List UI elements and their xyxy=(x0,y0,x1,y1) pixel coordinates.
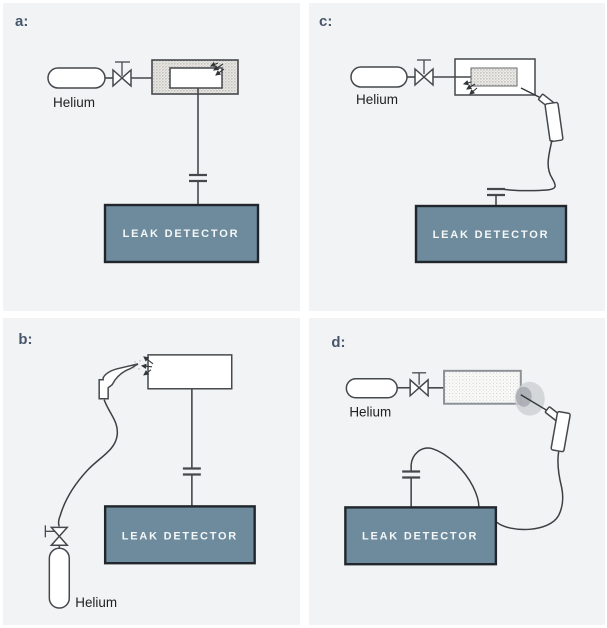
flange-icon xyxy=(189,173,207,183)
test-object xyxy=(147,354,233,390)
spray-burst-icon xyxy=(462,80,478,95)
spray-burst-icon xyxy=(140,356,154,376)
helium-label: Helium xyxy=(349,405,391,420)
test-object xyxy=(443,369,522,405)
panel-label: a: xyxy=(15,13,28,30)
panel-label: d: xyxy=(331,334,345,351)
panel-b-diagram: b: xyxy=(18,331,256,610)
hose xyxy=(57,399,119,527)
panel-a-diagram: a: Helium xyxy=(15,13,260,264)
flange-icon xyxy=(182,467,201,476)
panel-a: a: Helium xyxy=(3,3,300,311)
valve-icon xyxy=(112,61,132,88)
panel-b: b: xyxy=(3,318,300,625)
hose xyxy=(410,447,480,508)
sniffer-probe xyxy=(520,394,571,453)
leak-detector-box: LEAK DETECTOR xyxy=(103,203,260,264)
helium-cloud xyxy=(514,381,545,416)
flange-icon xyxy=(487,187,505,197)
flange-icon xyxy=(402,470,421,479)
valve-icon xyxy=(414,59,434,87)
panel-d-diagram: d: Helium xyxy=(331,334,571,566)
helium-bottle xyxy=(48,547,71,609)
leak-detector-label: LEAK DETECTOR xyxy=(123,228,240,240)
panel-d: d: Helium xyxy=(309,318,605,625)
valve-icon xyxy=(409,372,429,398)
leak-detector-box: LEAK DETECTOR xyxy=(344,506,498,566)
spray-burst-icon xyxy=(209,61,225,76)
leak-detector-label: LEAK DETECTOR xyxy=(122,530,238,542)
helium-bottle xyxy=(345,378,398,399)
helium-bottle xyxy=(47,67,106,89)
helium-label: Helium xyxy=(75,595,117,610)
hose xyxy=(496,451,564,531)
leak-detector-label: LEAK DETECTOR xyxy=(362,530,478,542)
leak-detector-label: LEAK DETECTOR xyxy=(433,229,550,241)
panel-label: b: xyxy=(18,331,32,348)
panel-c: c: Helium xyxy=(309,3,605,311)
valve-icon xyxy=(44,525,69,547)
spray-gun xyxy=(98,363,139,400)
hose xyxy=(501,139,556,192)
sniffer-probe xyxy=(520,87,564,143)
test-object xyxy=(169,67,223,89)
leak-detector-box: LEAK DETECTOR xyxy=(103,505,256,565)
helium-label: Helium xyxy=(53,95,95,110)
leak-detector-box: LEAK DETECTOR xyxy=(414,204,568,264)
panel-c-diagram: c: Helium xyxy=(319,13,568,264)
test-object xyxy=(470,67,518,87)
helium-label: Helium xyxy=(356,92,398,107)
panel-label: c: xyxy=(319,13,332,30)
helium-bottle xyxy=(350,66,408,88)
